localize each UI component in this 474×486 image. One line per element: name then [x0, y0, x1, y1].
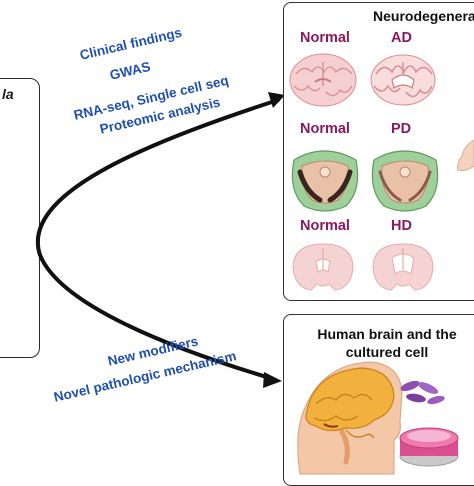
arrowhead-top [268, 92, 285, 108]
hd-coronal-slice-icon [372, 243, 434, 291]
label-normal-3: Normal [300, 218, 350, 234]
left-panel-label: la [2, 86, 14, 102]
label-ad: AD [391, 30, 412, 46]
label-pd: PD [391, 121, 412, 137]
normal-brain-slice-icon [289, 53, 357, 107]
neuro-panel-title: Neurodegenera [373, 8, 474, 24]
label-hd: HD [391, 218, 412, 234]
left-panel-box [0, 78, 40, 358]
human-head-brain-icon [297, 361, 403, 475]
culture-dish-icon [399, 427, 459, 467]
arrowhead-bottom [263, 372, 282, 388]
label-normal-2: Normal [300, 121, 350, 137]
label-normal-1: Normal [300, 30, 350, 46]
hand-icon [457, 139, 474, 171]
normal-coronal-slice-icon [292, 243, 354, 291]
normal-midbrain-icon [291, 150, 359, 212]
cultured-cells-icon [400, 380, 445, 405]
curved-arrow [35, 92, 285, 388]
ad-brain-slice-icon [370, 54, 436, 106]
pd-midbrain-icon [371, 150, 439, 212]
cell-panel-title: Human brain and the cultured cell [317, 326, 457, 360]
